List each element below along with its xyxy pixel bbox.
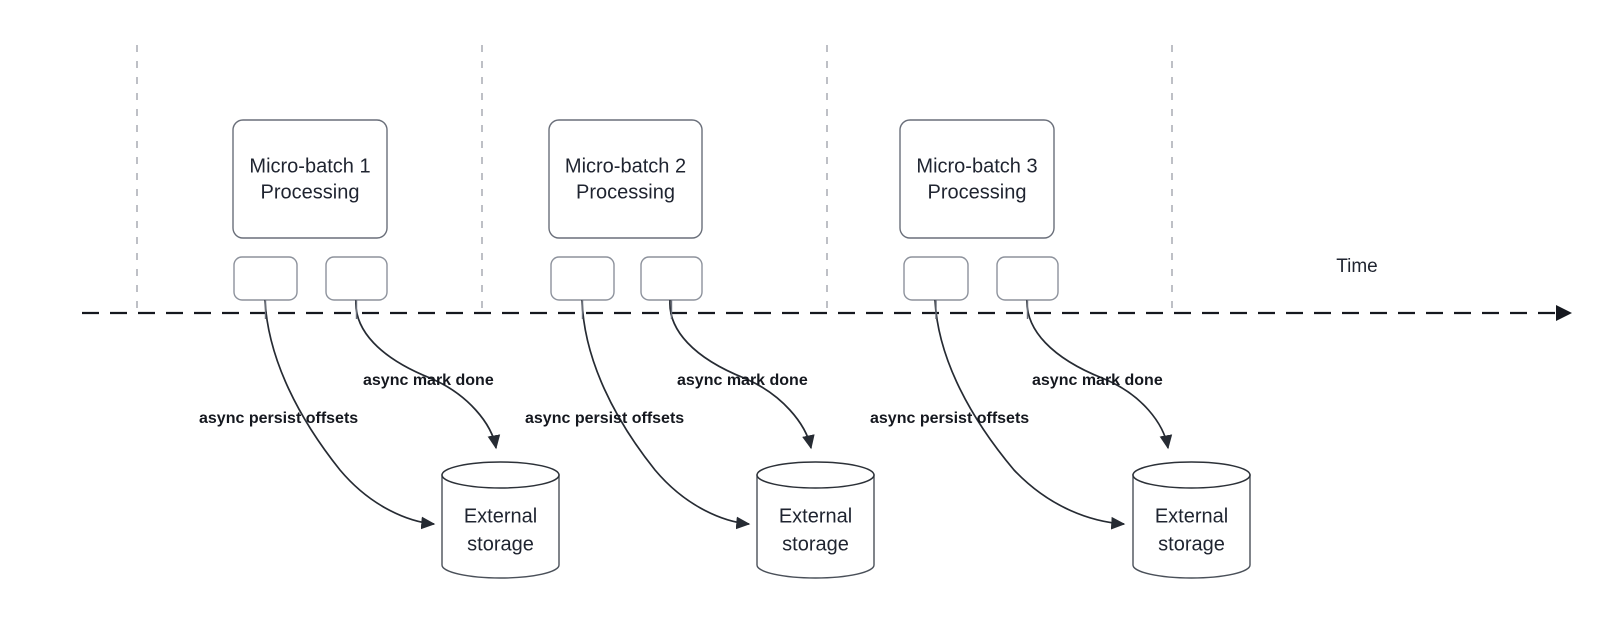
timeline-label: Time	[1336, 256, 1378, 277]
edge-mark-done-2	[669, 299, 815, 450]
edge-label-mark-done-3: async mark done	[1032, 372, 1163, 389]
batch-label-line1-micro-batch-1: Micro-batch 1	[249, 155, 370, 177]
edge-label-mark-done-1: async mark done	[363, 372, 494, 389]
batch-label-line2-micro-batch-3: Processing	[928, 181, 1027, 203]
batch-box-micro-batch-2[interactable]	[548, 119, 703, 239]
batch-box-micro-batch-3[interactable]	[899, 119, 1055, 239]
batch-label-line1-micro-batch-3: Micro-batch 3	[916, 155, 1037, 177]
storage-label-line2-micro-batch-3: storage	[1158, 533, 1225, 555]
storage-label-line1-micro-batch-1: External	[464, 505, 537, 527]
task-box-mark-done-task-1[interactable]	[325, 256, 388, 301]
task-box-persist-task-2[interactable]	[550, 256, 615, 301]
task-box-mark-done-task-3[interactable]	[996, 256, 1059, 301]
storage-label-line2-micro-batch-2: storage	[782, 533, 849, 555]
edge-label-persist-offsets-3: async persist offsets	[870, 410, 1029, 427]
storage-label-line1-micro-batch-2: External	[779, 505, 852, 527]
edge-label-persist-offsets-2: async persist offsets	[525, 410, 684, 427]
edge-label-persist-offsets-1: async persist offsets	[199, 410, 358, 427]
storage-cylinder-top-micro-batch-2	[756, 461, 875, 489]
storage-cylinder-body-micro-batch-3[interactable]	[1132, 474, 1251, 579]
storage-cylinder-body-micro-batch-1[interactable]	[441, 474, 560, 579]
batch-label-line1-micro-batch-2: Micro-batch 2	[565, 155, 686, 177]
timeline-group: Time	[82, 256, 1572, 321]
edge-label-mark-done-2: async mark done	[677, 372, 808, 389]
storage-label-line2-micro-batch-1: storage	[467, 533, 534, 555]
storage-cylinder-body-micro-batch-2[interactable]	[756, 474, 875, 579]
edge-mark-done-3	[1026, 299, 1173, 450]
edge-persist-offsets-3	[934, 299, 1126, 530]
storage-cylinder-top-micro-batch-3	[1132, 461, 1251, 489]
batch-box-micro-batch-1[interactable]	[232, 119, 388, 239]
batch-label-line2-micro-batch-1: Processing	[261, 181, 360, 203]
task-box-mark-done-task-2[interactable]	[640, 256, 703, 301]
task-box-persist-task-1[interactable]	[233, 256, 298, 301]
edge-persist-offsets-2	[581, 299, 751, 530]
edge-mark-done-1	[355, 299, 501, 450]
timeline-arrowhead	[1556, 305, 1572, 321]
task-box-persist-task-3[interactable]	[903, 256, 969, 301]
edge-persist-offsets-1	[264, 299, 436, 530]
storage-cylinder-top-micro-batch-1	[441, 461, 560, 489]
batch-label-line2-micro-batch-2: Processing	[576, 181, 675, 203]
divider-lines-group	[136, 45, 1173, 313]
storage-label-line1-micro-batch-3: External	[1155, 505, 1228, 527]
